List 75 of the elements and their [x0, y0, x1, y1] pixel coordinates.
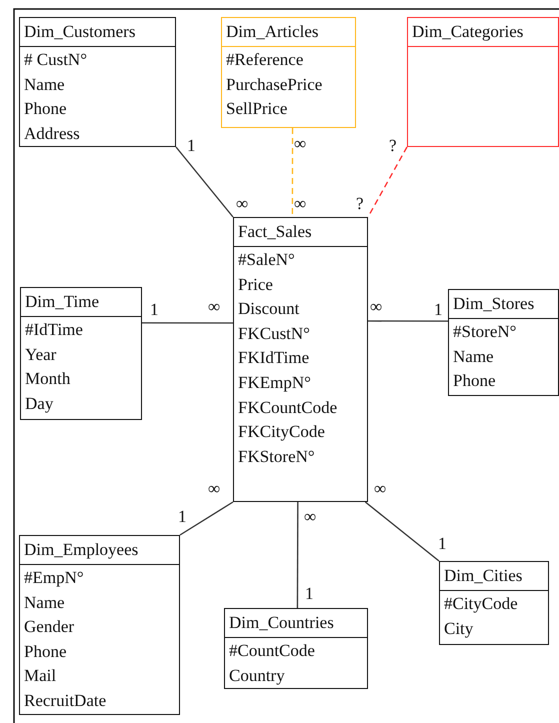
field-name: Month [24, 368, 72, 390]
field-name: Country [228, 664, 286, 687]
field-name: #CountCode [228, 640, 316, 662]
field-name: Price [237, 274, 274, 296]
field-name: FKStoreN° [237, 446, 316, 468]
field-name: Mail [23, 665, 58, 688]
table-box [407, 17, 559, 147]
field-name: FKCustN° [237, 322, 311, 345]
field-name: # CustN° [23, 49, 88, 71]
field-name: Name [23, 592, 66, 614]
relationship-line [292, 128, 294, 217]
field-name: City [443, 618, 474, 640]
table-box [439, 561, 549, 645]
cardinality-label: ∞ [236, 195, 248, 213]
table-name: Dim_Cities [440, 562, 548, 591]
table-name: Fact_Sales [234, 218, 367, 247]
relationship-line [368, 320, 448, 322]
table-box [233, 217, 368, 502]
cardinality-label: ? [389, 137, 397, 155]
field-name: #SaleN° [237, 249, 296, 271]
table-box [20, 287, 142, 420]
field-name: Name [23, 74, 66, 96]
field-name: FKCountCode [237, 396, 338, 419]
relationship-line [142, 322, 233, 324]
cardinality-label: ∞ [374, 480, 386, 498]
table-name: Dim_Customers [20, 18, 175, 47]
relationship-line [296, 502, 298, 608]
field-name: RecruitDate [23, 690, 108, 712]
cardinality-label: 1 [187, 137, 196, 155]
field-name: Gender [23, 616, 76, 638]
table-name: Dim_Countries [225, 609, 367, 638]
table-name: Dim_Employees [20, 536, 179, 565]
cardinality-label: ∞ [370, 298, 382, 316]
cardinality-label: 1 [438, 535, 446, 553]
field-name: PurchasePrice [225, 74, 324, 96]
cardinality-label: 1 [305, 585, 314, 603]
field-name: #Reference [225, 49, 304, 71]
cardinality-label: ? [356, 195, 364, 213]
table-box [19, 535, 180, 715]
field-name: #EmpN° [23, 567, 85, 589]
field-name: #CityCode [443, 593, 519, 615]
field-name: FKIdTime [237, 347, 310, 370]
table-name: Dim_Stores [449, 290, 558, 319]
table-name: Dim_Time [21, 288, 141, 317]
field-name: Address [23, 122, 81, 145]
field-name: FKCityCode [237, 421, 326, 444]
cardinality-label: ∞ [208, 298, 220, 316]
relationship-line [176, 146, 234, 218]
cardinality-label: ∞ [304, 508, 316, 526]
relationship-line [367, 146, 408, 218]
field-name: FKEmpN° [237, 372, 312, 394]
cardinality-label: 1 [434, 301, 442, 319]
table-name: Dim_Articles [222, 18, 355, 47]
cardinality-label: ∞ [208, 480, 220, 498]
field-name: Phone [23, 98, 68, 120]
field-name: Name [452, 346, 495, 368]
cardinality-label: ∞ [294, 195, 306, 213]
field-name: Phone [452, 370, 496, 392]
table-name: Dim_Categories [408, 18, 558, 47]
field-name: Phone [23, 640, 68, 663]
cardinality-label: ∞ [294, 135, 306, 153]
table-box [448, 289, 559, 396]
relationship-line [180, 501, 234, 536]
cardinality-label: 1 [150, 301, 158, 319]
field-name: Year [24, 344, 58, 366]
cardinality-label: 1 [178, 508, 186, 526]
field-name: SellPrice [225, 98, 288, 120]
field-name: #StoreN° [452, 321, 518, 343]
field-name: #IdTime [24, 319, 84, 341]
table-box [224, 608, 368, 689]
table-box [221, 17, 356, 128]
field-name: Discount [237, 298, 300, 320]
relationship-line [364, 502, 440, 562]
table-box [19, 17, 176, 147]
field-name: Day [24, 392, 54, 415]
